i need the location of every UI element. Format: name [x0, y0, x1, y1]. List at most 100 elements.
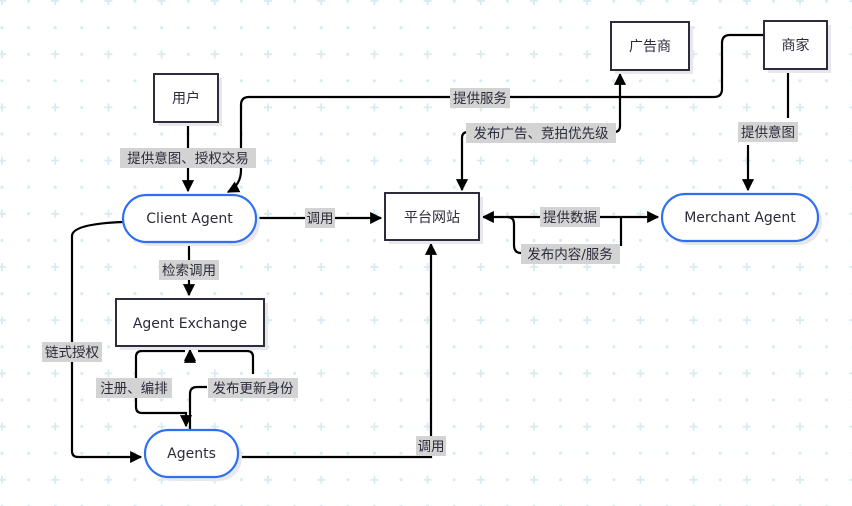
grid-plus [104, 209, 113, 218]
label-text: 提供意图、授权交易 [127, 150, 249, 167]
grid-plus [849, 159, 852, 162]
node-label: Agent Exchange [133, 316, 247, 332]
grid-dot [399, 371, 403, 375]
grid-plus [636, 475, 645, 484]
grid-dot [0, 398, 4, 402]
node-user[interactable]: 用户 [153, 73, 222, 126]
grid-dot [27, 292, 31, 296]
grid-dot [399, 185, 403, 189]
grid-dot [106, 79, 110, 83]
grid-dot [612, 398, 616, 402]
grid-plus [264, 369, 272, 378]
edge-merchant-to-client[interactable] [226, 33, 764, 193]
grid-dot [293, 292, 297, 296]
grid-dot [718, 159, 722, 163]
grid-dot [80, 292, 84, 296]
label-merchant-to-client: 提供服务 [450, 88, 510, 108]
grid-dot [771, 79, 776, 83]
grid-dot [771, 451, 776, 455]
grid-dot [293, 451, 297, 455]
grid-dot [319, 451, 323, 455]
label-text: 链式授权 [45, 344, 99, 361]
edge-merchant-agent-to-platform[interactable] [506, 215, 623, 255]
grid-dot [27, 26, 31, 30]
grid-dot [825, 185, 829, 189]
grid-plus [317, 475, 326, 484]
grid-dot [133, 0, 137, 3]
grid-dot [399, 132, 403, 136]
grid-plus [476, 156, 485, 165]
grid-dot [293, 345, 297, 349]
grid-dot [27, 132, 31, 136]
label-exchange-to-agents: 注册、编排 [96, 378, 172, 398]
grid-plus [423, 156, 432, 165]
grid-dot [825, 105, 829, 109]
grid-dot [559, 318, 563, 322]
grid-dot [825, 159, 829, 163]
node-platform[interactable]: 平台网站 [384, 192, 483, 244]
grid-plus [636, 263, 645, 271]
grid-plus [104, 369, 113, 378]
node-client-agent[interactable]: Client Agent [121, 193, 260, 246]
grid-dot [399, 26, 403, 30]
label-platform-merchant-agent: 提供数据 [540, 207, 600, 227]
node-agents[interactable]: Agents [143, 428, 242, 481]
node-merchant[interactable]: 商家 [763, 20, 831, 73]
grid-dot [771, 159, 776, 163]
node-advertiser[interactable]: 广告商 [610, 21, 693, 74]
grid-dot [80, 451, 84, 455]
grid-dot [771, 478, 776, 482]
grid-plus [51, 209, 60, 218]
grid-dot [771, 185, 776, 189]
grid-dot [718, 398, 722, 402]
grid-dot [745, 451, 749, 455]
grid-dot [798, 398, 802, 402]
grid-plus [689, 156, 698, 165]
grid-dot [771, 0, 775, 3]
grid-plus [796, 103, 804, 112]
node-agent-exchange[interactable]: Agent Exchange [115, 298, 268, 350]
grid-dot [266, 132, 270, 136]
grid-dot [505, 398, 509, 402]
grid-dot [505, 265, 509, 269]
grid-plus [264, 50, 272, 59]
grid-plus [583, 103, 592, 112]
grid-dot [665, 318, 669, 322]
grid-dot [293, 318, 297, 322]
label-text: 提供意图 [741, 124, 795, 141]
grid-plus [370, 0, 379, 5]
edge-agents-to-platform[interactable] [238, 242, 438, 459]
grid-plus [104, 156, 113, 165]
edge-merchant-to-merchant-agent[interactable] [748, 69, 790, 190]
grid-dot [399, 425, 403, 429]
grid-dot [638, 185, 643, 189]
grid-plus [317, 50, 326, 59]
grid-plus [742, 316, 751, 325]
grid-dot [771, 105, 776, 109]
grid-dot [479, 79, 483, 83]
grid-dot [718, 132, 722, 136]
edge-client-to-agents[interactable] [70, 220, 143, 464]
grid-plus [849, 106, 852, 109]
grid-dot [771, 345, 776, 349]
grid-dot [426, 292, 430, 296]
grid-dot [665, 238, 669, 242]
grid-dot [505, 79, 509, 83]
grid-dot [532, 79, 536, 83]
grid-dot [798, 292, 802, 296]
grid-dot [53, 132, 57, 136]
grid-dot [213, 185, 217, 189]
grid-dot [160, 292, 164, 296]
grid-dot [186, 52, 190, 56]
grid-dot [346, 185, 350, 189]
grid-dot [771, 292, 776, 296]
grid-dot [532, 26, 536, 30]
edge-exchange-to-agents[interactable] [134, 349, 193, 428]
grid-plus [104, 422, 113, 431]
grid-dot [745, 345, 749, 349]
label-text: 发布广告、竞拍优先级 [474, 125, 609, 142]
grid-plus [317, 422, 326, 431]
grid-plus [370, 263, 379, 271]
node-merchant-agent[interactable]: Merchant Agent [660, 192, 822, 245]
grid-dot [346, 425, 350, 429]
